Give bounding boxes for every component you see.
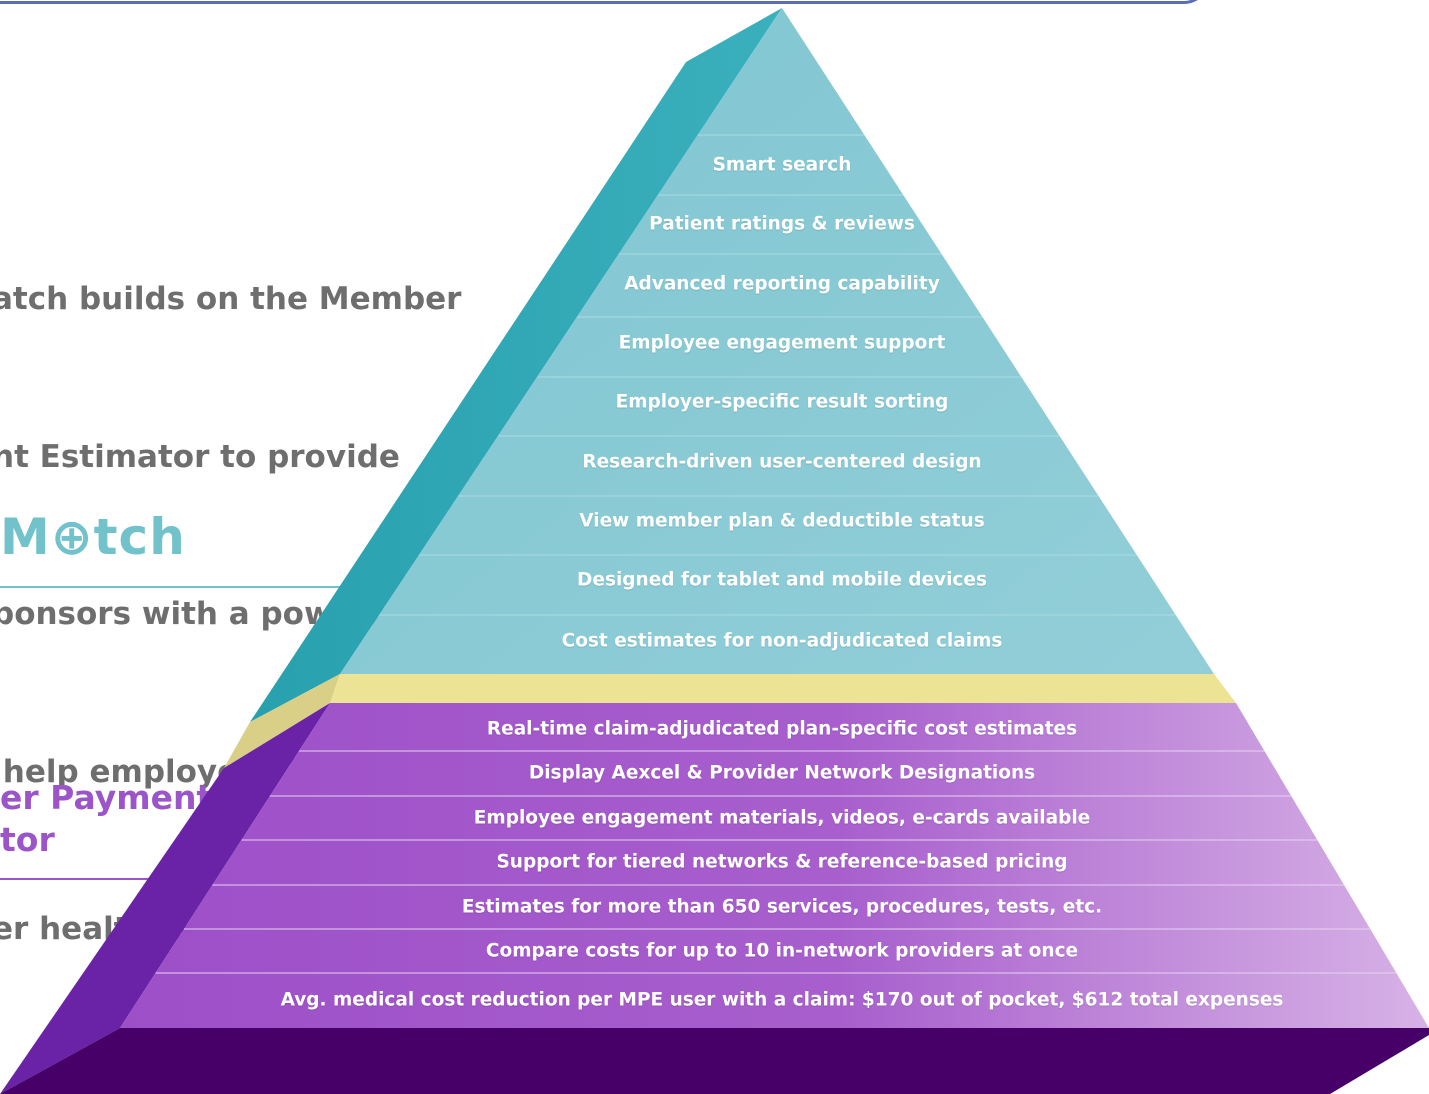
intro-line: atch builds on the Member: [0, 281, 462, 317]
mpe-divider: [0, 878, 160, 880]
match-feature-label: Patient ratings & reviews: [649, 213, 915, 235]
match-feature-label: Research-driven user-centered design: [582, 451, 982, 473]
tier-dividers: [155, 134, 1397, 974]
match-feature-label: Designed for tablet and mobile devices: [577, 569, 987, 591]
match-divider: [0, 586, 345, 588]
match-feature-label: Advanced reporting capability: [624, 273, 940, 295]
match-side-face: [250, 8, 782, 722]
intro-line: nt Estimator to provide: [0, 438, 400, 475]
mpe-feature-label: Estimates for more than 650 services, pr…: [461, 896, 1103, 918]
mpe-feature-label: Avg. medical cost reduction per MPE user…: [280, 989, 1284, 1011]
match-logo: M⊕tch: [0, 508, 186, 566]
mpe-feature-label: Real-time claim-adjudicated plan-specifi…: [486, 718, 1078, 740]
mpe-feature-label: Support for tiered networks & reference-…: [496, 851, 1068, 873]
match-feature-label: Cost estimates for non-adjudicated claim…: [561, 630, 1003, 652]
mpe-front-face: [120, 703, 1429, 1028]
match-feature-label: View member plan & deductible status: [579, 510, 985, 532]
mpe-feature-label: Employee engagement materials, videos, e…: [473, 807, 1091, 829]
mpe-feature-label: Compare costs for up to 10 in-network pr…: [485, 940, 1079, 962]
mpe-logo-line: tor: [0, 820, 55, 859]
mpe-side-face: [0, 703, 330, 1094]
match-feature-label: Employee engagement support: [618, 332, 946, 354]
pyramid-base: [0, 1028, 1429, 1094]
separator-band: [330, 674, 1236, 703]
mpe-logo: er Payment tor: [0, 777, 212, 861]
band-side-face: [224, 674, 340, 768]
match-feature-label: Smart search: [712, 154, 852, 176]
mpe-feature-label: Display Aexcel & Provider Network Design…: [528, 762, 1036, 784]
mpe-logo-line: er Payment: [0, 778, 213, 817]
match-feature-label: Employer-specific result sorting: [615, 391, 949, 413]
match-front-face: [340, 8, 1214, 674]
